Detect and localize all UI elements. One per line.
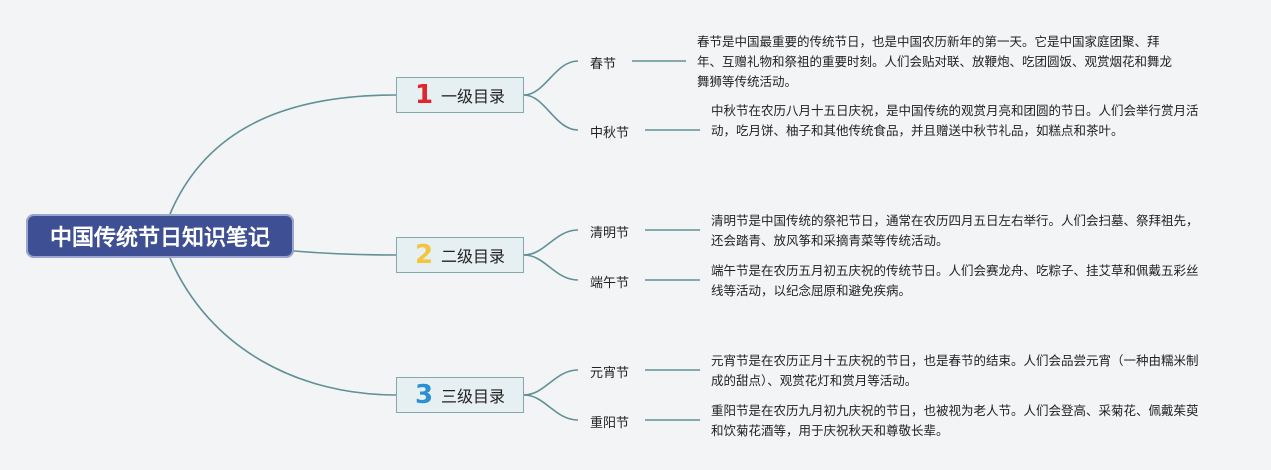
connector-branch2-leaf1: [523, 229, 579, 256]
leaf-description-duanwu: 端午节是在农历五月初五庆祝的传统节日。人们会赛龙舟、吃粽子、挂艾草和佩戴五彩丝线…: [711, 263, 1199, 298]
branch-label-3: 三级目录: [441, 387, 506, 406]
leaf-topic-chunjie[interactable]: 春节: [590, 53, 650, 72]
root-topic[interactable]: 中国传统节日知识笔记: [26, 214, 294, 258]
branch-number-2: 2: [414, 240, 434, 270]
leaf-topic-zhongqiu[interactable]: 中秋节: [590, 122, 650, 141]
branch-topic-1[interactable]: 1 一级目录: [396, 77, 524, 113]
connector-branch2-leaf2: [523, 254, 579, 281]
leaf-label: 重阳节: [590, 416, 630, 431]
leaf-topic-qingming[interactable]: 清明节: [590, 222, 650, 241]
leaf-description-qingming: 清明节是中国传统的祭祀节日，通常在农历四月五日左右举行。人们会扫墓、祭拜祖先，还…: [711, 213, 1199, 248]
connector-root-branch-3: [169, 257, 397, 396]
leaf-label: 中秋节: [590, 126, 630, 141]
branch-number-3: 3: [414, 380, 434, 410]
leaf-topic-yuanxiao[interactable]: 元宵节: [590, 362, 650, 381]
connector-branch1-leaf1: [523, 60, 579, 96]
leaf-description-yuanxiao: 元宵节是在农历正月十五庆祝的节日，也是春节的结束。人们会品尝元宵（一种由糯米制成…: [711, 353, 1199, 388]
leaf-topic-chongyang[interactable]: 重阳节: [590, 412, 650, 431]
connector-root-branch-2: [293, 250, 397, 256]
branch-topic-2[interactable]: 2 二级目录: [396, 237, 524, 273]
leaf-label: 清明节: [590, 226, 630, 241]
leaf-label: 春节: [590, 57, 617, 72]
leaf-description-zhongqiu: 中秋节在农历八月十五日庆祝，是中国传统的观赏月亮和团圆的节日。人们会举行赏月活动…: [711, 103, 1199, 138]
root-title: 中国传统节日知识笔记: [49, 226, 270, 251]
leaf-label: 端午节: [590, 276, 630, 291]
branch-label-1: 一级目录: [441, 87, 506, 106]
leaf-topic-duanwu[interactable]: 端午节: [590, 272, 650, 291]
leaf-label: 元宵节: [590, 366, 630, 381]
connector-branch1-leaf2: [523, 94, 579, 131]
leaf-description-chunjie: 春节是中国最重要的传统节日，也是中国农历新年的第一天。它是中国家庭团聚、拜年、互…: [697, 34, 1173, 89]
branch-topic-3[interactable]: 3 三级目录: [396, 377, 524, 413]
connector-branch3-leaf2: [523, 394, 579, 421]
leaf-description-chongyang: 重阳节是在农历九月初九庆祝的节日，也被视为老人节。人们会登高、采菊花、佩戴茱萸和…: [711, 403, 1199, 438]
connector-branch3-leaf1: [523, 369, 579, 396]
branch-number-1: 1: [414, 80, 434, 110]
connector-root-branch-1: [169, 94, 397, 215]
branch-label-2: 二级目录: [441, 247, 506, 266]
